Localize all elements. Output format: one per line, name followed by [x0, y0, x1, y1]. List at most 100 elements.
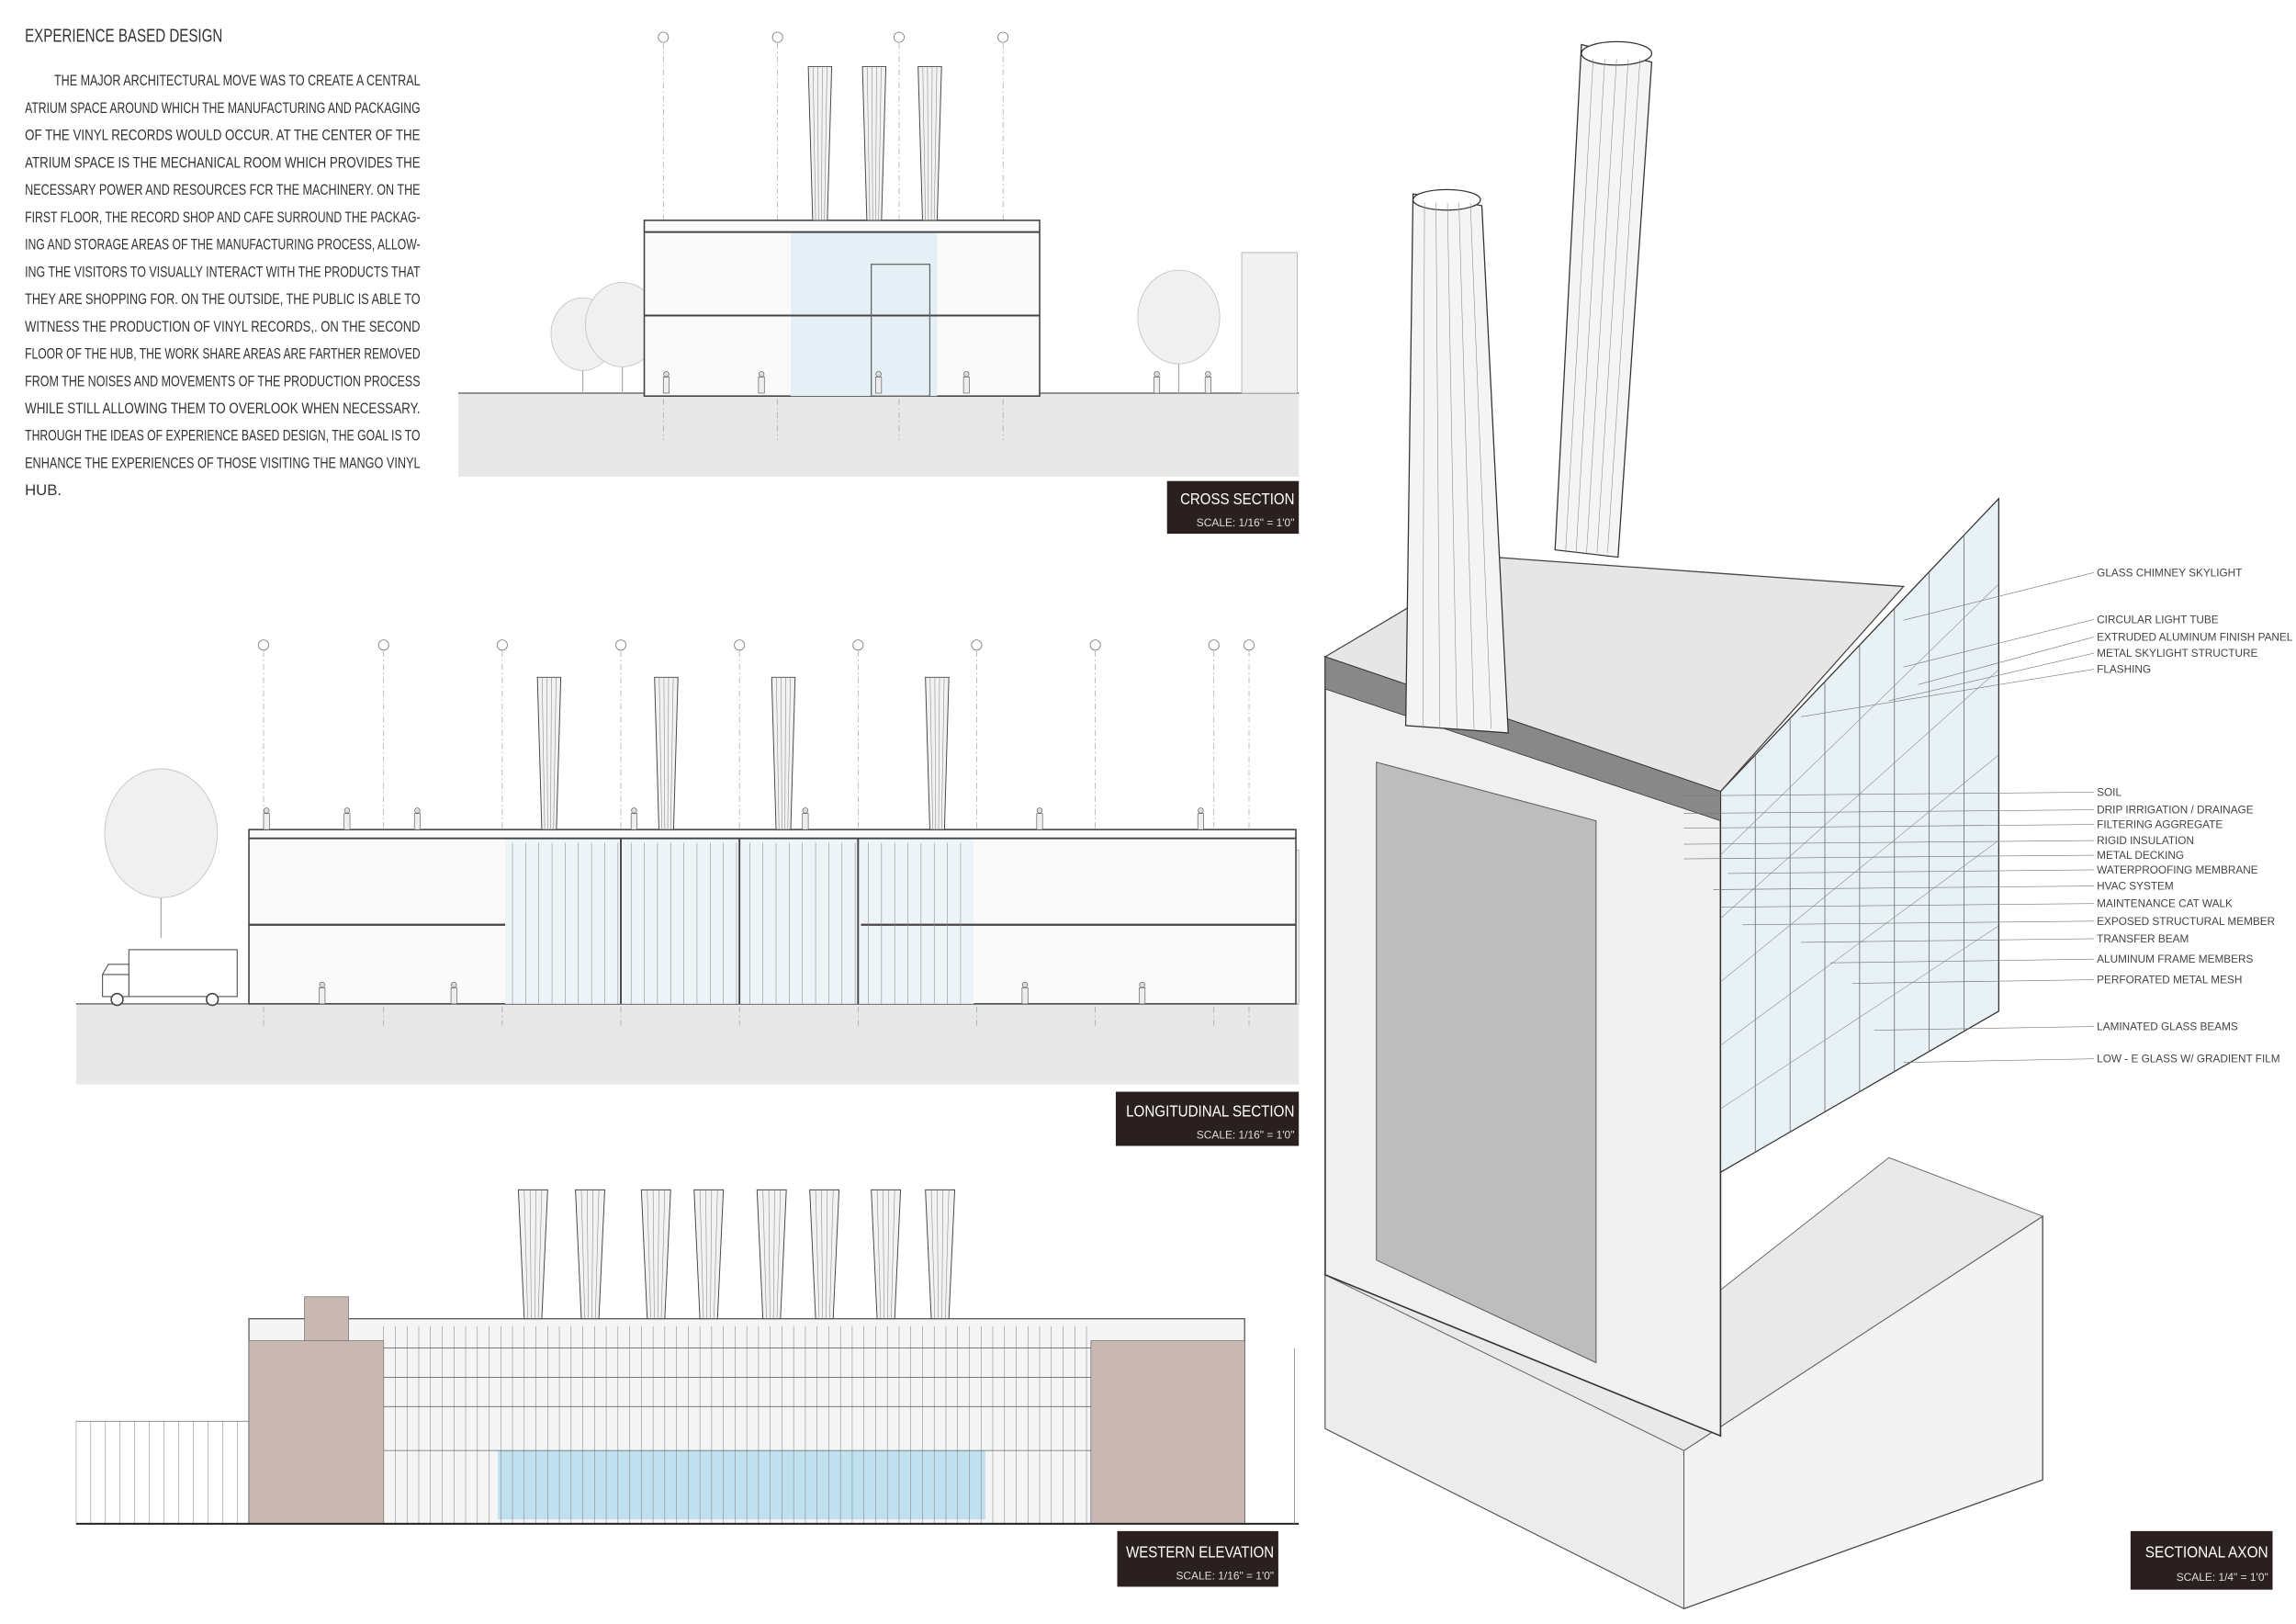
facade-mullions — [383, 1325, 1091, 1524]
callout-leader — [1683, 824, 2094, 829]
person-body — [875, 377, 883, 394]
paragraph-line: ING THE VISITORS TO VISUALLY INTERACT WI… — [25, 263, 420, 280]
callout-leader — [1713, 885, 2094, 890]
callout-leader — [1903, 1058, 2094, 1063]
callout-label: MAINTENANCE CAT WALK — [2097, 898, 2233, 910]
person-head — [319, 981, 325, 988]
callout-label: METAL SKYLIGHT STRUCTURE — [2097, 648, 2257, 660]
chimney-line — [1596, 59, 1629, 553]
delivery-truck — [101, 949, 238, 1007]
person-body — [413, 813, 421, 830]
grid-bubble — [377, 639, 389, 651]
chimney-line — [1435, 202, 1441, 729]
person-body — [319, 987, 326, 1005]
chimney-line — [553, 677, 557, 830]
chimney-line — [776, 1190, 782, 1319]
grid-bubble — [1208, 639, 1220, 651]
chimney-line — [660, 1190, 666, 1319]
cross-section-scale: SCALE: 1/16" = 1'0" — [1197, 516, 1295, 529]
person-head — [758, 371, 765, 378]
chimney-line — [1607, 59, 1640, 553]
person-head — [875, 371, 882, 378]
chimney-line — [934, 677, 937, 830]
paragraph-line: HUB. — [25, 481, 62, 499]
chimney-line — [714, 1190, 718, 1319]
atrium-glass — [790, 231, 938, 397]
chimney-line — [940, 677, 945, 830]
paragraph-line: ATRIUM SPACE AROUND WHICH THE MANUFACTUR… — [25, 99, 420, 117]
chimney-line — [541, 677, 546, 830]
chimney-line — [876, 1190, 882, 1319]
paragraph-line: ING AND STORAGE AREAS OF THE MANUFACTURI… — [25, 236, 420, 254]
callout-leader — [1683, 809, 2094, 814]
callout-label: FLASHING — [2097, 664, 2151, 676]
chimney-line — [891, 1190, 895, 1319]
fence — [75, 1420, 250, 1524]
western-elevation-drawing: WESTERN ELEVATION SCALE: 1/16" = 1'0" — [75, 1189, 1300, 1587]
chimney — [517, 1189, 548, 1320]
paragraph-line: THROUGH THE IDEAS OF EXPERIENCE BASED DE… — [25, 427, 420, 445]
chimneys — [807, 65, 942, 221]
paragraph-line: WITNESS THE PRODUCTION OF VINYL RECORDS,… — [25, 318, 420, 335]
glazed-storefront — [498, 1450, 986, 1520]
person-head — [343, 807, 351, 814]
chimney-line — [705, 1190, 708, 1319]
callout-label: ALUMINUM FRAME MEMBERS — [2097, 953, 2253, 965]
chimneys — [536, 676, 950, 830]
chimney-line — [594, 1190, 600, 1319]
frame-rail — [1720, 925, 1999, 1110]
chimney — [771, 676, 796, 830]
chimney — [575, 1189, 605, 1320]
person-head — [451, 981, 457, 988]
longitudinal-section-drawing: LONGITUDINAL SECTION SCALE: 1/16" = 1'0" — [75, 639, 1300, 1146]
chimney-opening — [1581, 40, 1653, 66]
longitudinal-section-title: LONGITUDINAL SECTION — [1126, 1102, 1294, 1121]
paragraph-line: ENHANCE THE EXPERIENCES OF THOSE VISITIN… — [25, 454, 420, 471]
chimney-line — [930, 1190, 936, 1319]
neighbor-building — [1241, 252, 1299, 394]
chimney-line — [821, 1190, 824, 1319]
callout-leader — [1851, 979, 2094, 984]
chimney — [809, 1189, 840, 1320]
sectional-axon-scale: SCALE: 1/4" = 1'0" — [2177, 1571, 2268, 1584]
chimney-line — [591, 1190, 594, 1319]
person-head — [414, 807, 421, 814]
person-body — [1204, 377, 1211, 394]
cross-section-title: CROSS SECTION — [1180, 490, 1294, 508]
callout-leader — [1683, 792, 2094, 796]
tree-canopy — [104, 768, 219, 898]
chimney-line — [787, 677, 791, 830]
chimney-line — [1422, 202, 1425, 729]
text-panel: EXPERIENCE BASED DESIGN THE MAJOR ARCHIT… — [25, 26, 420, 499]
person-head — [1198, 807, 1204, 814]
callout-label: HVAC SYSTEM — [2097, 881, 2174, 893]
mural-wall — [1376, 761, 1597, 1364]
chimney-line — [772, 1190, 775, 1319]
paragraph-line: OF THE VINYL RECORDS WOULD OCCUR. AT THE… — [25, 127, 420, 144]
truck-cab — [101, 964, 129, 998]
chimney-line — [658, 677, 662, 830]
cross-section-label-box — [1166, 480, 1300, 535]
tree-canopy — [1137, 269, 1221, 365]
person-head — [263, 807, 270, 814]
callout-leader — [1801, 938, 2094, 943]
grid-bubble — [971, 639, 983, 651]
chimney-line — [922, 66, 926, 220]
ground-band — [75, 1003, 1300, 1085]
chimney-line — [927, 66, 929, 220]
callout-leader — [1903, 572, 2095, 621]
frame-rail — [1720, 840, 1999, 1046]
grid-bubble — [1089, 639, 1101, 651]
person-head — [1154, 371, 1160, 378]
chimney-line — [1575, 59, 1605, 553]
truck-wheel — [110, 992, 124, 1007]
chimney-line — [929, 677, 933, 830]
chimney — [925, 676, 950, 830]
chimneys — [517, 1189, 956, 1320]
callout-label: WATERPROOFING MEMBRANE — [2097, 864, 2258, 876]
chimney-line — [933, 66, 938, 220]
callout-label: LOW - E GLASS W/ GRADIENT FILM — [2097, 1054, 2279, 1066]
person-body — [802, 813, 809, 830]
callout-leader — [1742, 920, 2094, 926]
